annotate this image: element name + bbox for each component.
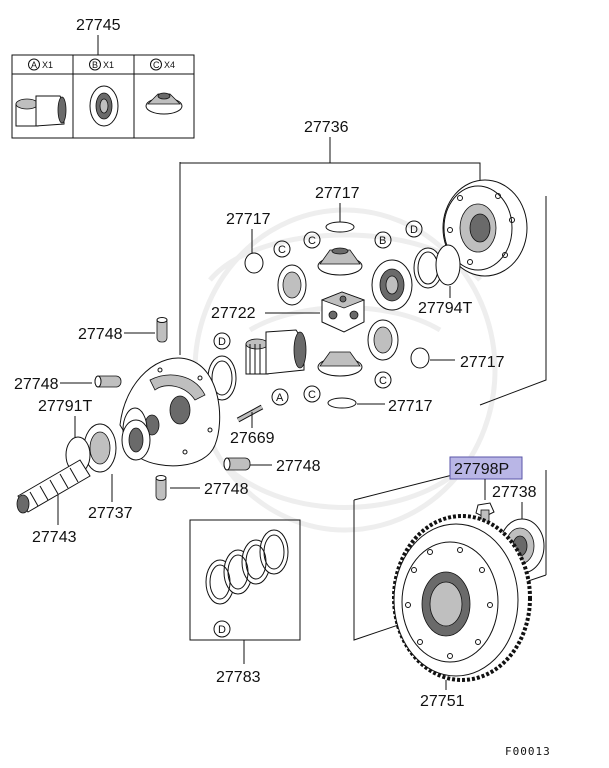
svg-text:B: B bbox=[379, 235, 386, 247]
kit-cell-c: C X4 bbox=[145, 58, 183, 115]
kit-cell-b: B X1 bbox=[89, 58, 119, 127]
bearing-27791t bbox=[83, 419, 151, 473]
label-27748-left[interactable]: 27748 bbox=[14, 376, 59, 393]
thrust-washer-right bbox=[410, 347, 430, 369]
label-27736[interactable]: 27736 bbox=[304, 119, 349, 136]
diff-cover bbox=[442, 179, 528, 277]
kit-table: A X1 B X1 C X4 bbox=[11, 54, 195, 139]
kit-qty-a: X1 bbox=[42, 60, 53, 70]
pinion-gear-bottom bbox=[317, 351, 363, 377]
label-27794T[interactable]: 27794T bbox=[418, 300, 472, 317]
label-27717-left[interactable]: 27717 bbox=[226, 211, 271, 228]
pinion-gear-right bbox=[367, 319, 399, 361]
svg-text:C: C bbox=[278, 244, 286, 256]
kit-qty-c: X4 bbox=[164, 60, 175, 70]
label-27798P[interactable]: 27798P bbox=[454, 461, 509, 478]
side-gear-a bbox=[245, 329, 307, 375]
kit-letter-b: B bbox=[92, 60, 98, 70]
bracket-27736 bbox=[179, 162, 481, 185]
pinion-shaft-block bbox=[320, 291, 366, 333]
label-27717-top[interactable]: 27717 bbox=[315, 185, 360, 202]
svg-text:C: C bbox=[308, 235, 316, 247]
label-27791T[interactable]: 27791T bbox=[38, 398, 92, 415]
kit-letter-a: A bbox=[31, 60, 37, 70]
svg-text:C: C bbox=[379, 375, 387, 387]
pinion-gear-top bbox=[317, 247, 363, 276]
bolt-27798p bbox=[475, 502, 495, 523]
svg-text:C: C bbox=[308, 389, 316, 401]
label-27717-right[interactable]: 27717 bbox=[460, 354, 505, 371]
label-27748-mid[interactable]: 27748 bbox=[276, 458, 321, 475]
label-27738[interactable]: 27738 bbox=[492, 484, 537, 501]
pinion-gear-left bbox=[277, 264, 307, 306]
label-27717-bottom[interactable]: 27717 bbox=[388, 398, 433, 415]
label-27745[interactable]: 27745 bbox=[76, 17, 121, 34]
kit-letter-c: C bbox=[153, 60, 160, 70]
snap-ring-27794t bbox=[435, 244, 461, 286]
label-27722[interactable]: 27722 bbox=[211, 305, 256, 322]
lock-pin-27669 bbox=[236, 404, 264, 423]
pinion-gear-c-icon bbox=[145, 92, 183, 115]
side-gear-b bbox=[371, 259, 413, 311]
callout-c-3: C bbox=[303, 385, 321, 403]
side-gear-b-icon bbox=[89, 85, 119, 127]
callout-b: B bbox=[374, 231, 392, 249]
label-27743[interactable]: 27743 bbox=[32, 529, 77, 546]
callout-c-1: C bbox=[273, 240, 291, 258]
pin-27748-left bbox=[94, 375, 122, 388]
diagram-code: F00013 bbox=[505, 745, 551, 758]
label-27737[interactable]: 27737 bbox=[88, 505, 133, 522]
pin-27748-top bbox=[156, 317, 168, 343]
thrust-washer-left bbox=[244, 252, 264, 274]
thrust-washer-bottom bbox=[327, 397, 357, 409]
svg-text:D: D bbox=[218, 336, 226, 348]
callout-c-4: C bbox=[374, 371, 392, 389]
ring-gear-27751 bbox=[392, 514, 532, 682]
thrust-washer-top bbox=[325, 221, 355, 233]
label-27798P-highlight[interactable]: 27798P bbox=[449, 456, 523, 480]
kit-cell-a: A X1 bbox=[15, 58, 67, 127]
output-shaft-27743 bbox=[16, 459, 91, 514]
label-27669[interactable]: 27669 bbox=[230, 430, 275, 447]
svg-text:D: D bbox=[410, 224, 418, 236]
shim-box-27783 bbox=[189, 519, 301, 641]
svg-text:A: A bbox=[276, 392, 284, 404]
label-27751[interactable]: 27751 bbox=[420, 693, 465, 710]
callout-d-1: D bbox=[405, 220, 423, 238]
svg-text:D: D bbox=[218, 624, 226, 636]
kit-qty-b: X1 bbox=[103, 60, 114, 70]
callout-a: A bbox=[271, 388, 289, 406]
pin-27748-low bbox=[155, 475, 167, 501]
callout-d-3: D bbox=[213, 620, 231, 638]
callout-c-2: C bbox=[303, 231, 321, 249]
label-27748-top[interactable]: 27748 bbox=[78, 326, 123, 343]
label-27783[interactable]: 27783 bbox=[216, 669, 261, 686]
callout-d-2: D bbox=[213, 332, 231, 350]
label-27748-low[interactable]: 27748 bbox=[204, 481, 249, 498]
side-gear-a-icon bbox=[15, 95, 67, 127]
pin-27748-mid bbox=[223, 457, 251, 471]
